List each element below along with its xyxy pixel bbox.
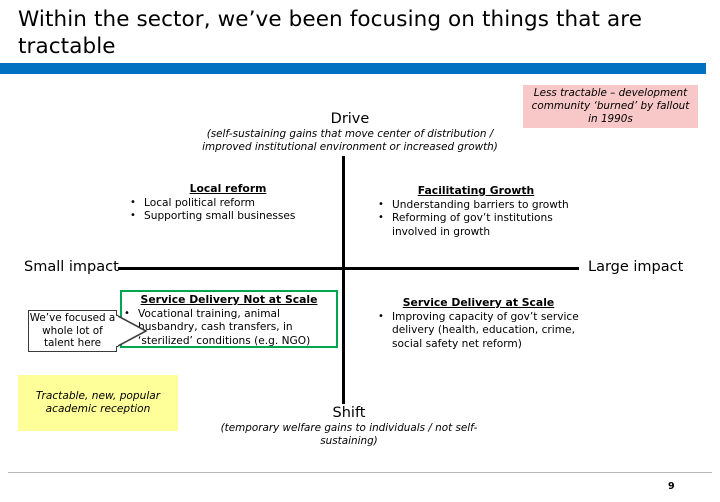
callout-pointer-icon	[116, 314, 148, 348]
page-title: Within the sector, we’ve been focusing o…	[18, 7, 643, 59]
list-item-label: Local political reform	[144, 196, 255, 209]
quadrant-title-service-delivery-not-at-scale: Service Delivery Not at Scale	[140, 293, 318, 306]
axis-label-small-impact: Small impact	[24, 259, 119, 275]
bullet-icon: •	[378, 212, 384, 223]
list-item: • Local political reform	[128, 197, 328, 211]
quadrant-items-service-delivery-at-scale: • Improving capacity of gov’t service del…	[376, 311, 581, 352]
quadrant-bottom-right: Service Delivery at Scale • Improving cap…	[376, 296, 581, 351]
list-item-label: Vocational training, animal husbandry, c…	[138, 307, 311, 347]
quadrant-items-facilitating-growth: • Understanding barriers to growth • Refor…	[376, 199, 576, 240]
axis-label-large-impact: Large impact	[588, 259, 684, 275]
quadrant-items-service-delivery-not-at-scale: • Vocational training, animal husbandry, …	[122, 308, 336, 349]
bullet-icon: •	[130, 210, 136, 221]
axis-label-drive: Drive (self-sustaining gains that move c…	[190, 110, 510, 154]
bullet-icon: •	[124, 307, 130, 319]
list-item: • Understanding barriers to growth	[376, 199, 576, 213]
quadrant-items-local-reform: • Local political reform • Supporting smal…	[128, 197, 328, 224]
list-item-label: Improving capacity of gov’t service deli…	[392, 310, 579, 350]
bullet-icon: •	[130, 196, 136, 208]
quadrant-title-local-reform: Local reform	[189, 182, 267, 195]
axis-label-drive-sub: (self-sustaining gains that move center …	[202, 128, 498, 153]
quadrant-bottom-left-highlight-box	[120, 290, 338, 348]
axis-label-shift-title: Shift	[332, 405, 366, 421]
list-item: • Reforming of gov’t institutions involve…	[376, 212, 576, 239]
vertical-axis	[342, 156, 345, 404]
axis-label-shift: Shift (temporary welfare gains to indivi…	[204, 404, 494, 448]
footer-divider	[8, 472, 712, 473]
page-number: 9	[668, 481, 675, 492]
title-accent-bar	[0, 63, 706, 74]
quadrant-title-facilitating-growth: Facilitating Growth	[417, 184, 535, 197]
list-item: • Supporting small businesses	[128, 210, 328, 224]
bullet-icon: •	[378, 310, 384, 322]
list-item: • Vocational training, animal husbandry, …	[122, 308, 336, 349]
pink-note-less-tractable: Less tractable – development community ‘…	[523, 85, 698, 128]
horizontal-axis	[118, 267, 579, 270]
bullet-icon: •	[378, 198, 384, 210]
callout-weve-focused: We’ve focused a whole lot of talent here	[28, 310, 117, 352]
yellow-note-tractable: Tractable, new, popular academic recepti…	[18, 375, 178, 431]
axis-label-shift-sub: (temporary welfare gains to individuals …	[220, 422, 478, 447]
quadrant-title-service-delivery-at-scale: Service Delivery at Scale	[402, 296, 555, 309]
quadrant-top-right: Facilitating Growth • Understanding barri…	[376, 184, 576, 239]
quadrant-top-left: Local reform • Local political reform • Su…	[128, 182, 328, 224]
list-item-label: Understanding barriers to growth	[392, 198, 569, 211]
list-item-label: Supporting small businesses	[144, 210, 296, 222]
axis-label-drive-title: Drive	[330, 111, 370, 127]
list-item-label: Reforming of gov’t institutions involved…	[392, 212, 553, 238]
list-item: • Improving capacity of gov’t service del…	[376, 311, 581, 352]
quadrant-bottom-left: Service Delivery Not at Scale • Vocationa…	[122, 293, 336, 348]
